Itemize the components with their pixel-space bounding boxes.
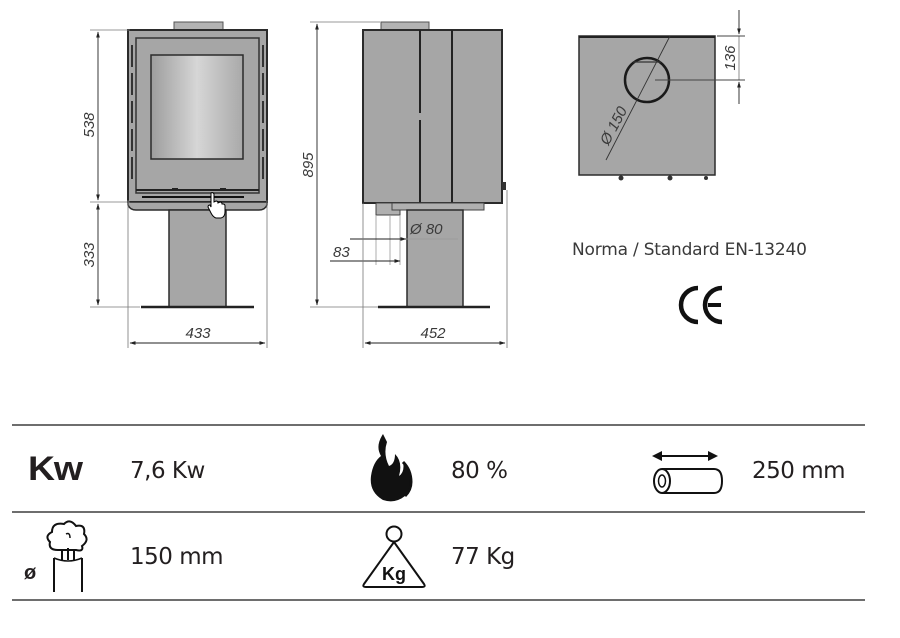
table-rule-bottom (12, 599, 865, 601)
front-body-height-dim: 538 (81, 112, 98, 138)
side-air-inlet-diameter-dim: Ø 80 (409, 221, 443, 238)
efficiency-value: 80 % (451, 458, 508, 484)
flue-diameter-prefix: ø (24, 562, 37, 584)
power-value: 7,6 Kw (130, 458, 205, 484)
flue-diameter-value: 150 mm (130, 544, 224, 570)
front-stand-height-dim: 333 (81, 242, 98, 268)
log-length-value: 250 mm (752, 458, 846, 484)
table-rule-middle (12, 511, 865, 513)
kw-icon: Kw (28, 450, 83, 488)
technical-drawings: 538 333 433 Ø 80 83 895 (81, 10, 745, 348)
flame-icon (370, 434, 413, 502)
flue-smoke-icon (46, 520, 88, 592)
standard-label: Norma / Standard EN-13240 (572, 240, 807, 260)
side-total-height-dim: 895 (300, 152, 317, 178)
log-length-icon (652, 451, 724, 494)
front-view: 538 333 433 (81, 21, 268, 348)
side-view: Ø 80 83 895 452 (300, 21, 508, 348)
weight-icon-label: Kg (382, 564, 406, 584)
side-air-inlet-offset-dim: 83 (333, 244, 350, 261)
weight-kg-icon: Kg (362, 525, 426, 588)
ce-mark-icon (678, 285, 723, 325)
weight-value: 77 Kg (451, 544, 515, 570)
top-flue-offset-dim: 136 (722, 45, 739, 71)
top-view: 136 Ø 150 (578, 10, 745, 181)
side-depth-dim: 452 (420, 325, 446, 342)
table-rule-top (12, 424, 865, 426)
hand-cursor-icon (207, 192, 226, 219)
front-width-dim: 433 (185, 325, 211, 342)
